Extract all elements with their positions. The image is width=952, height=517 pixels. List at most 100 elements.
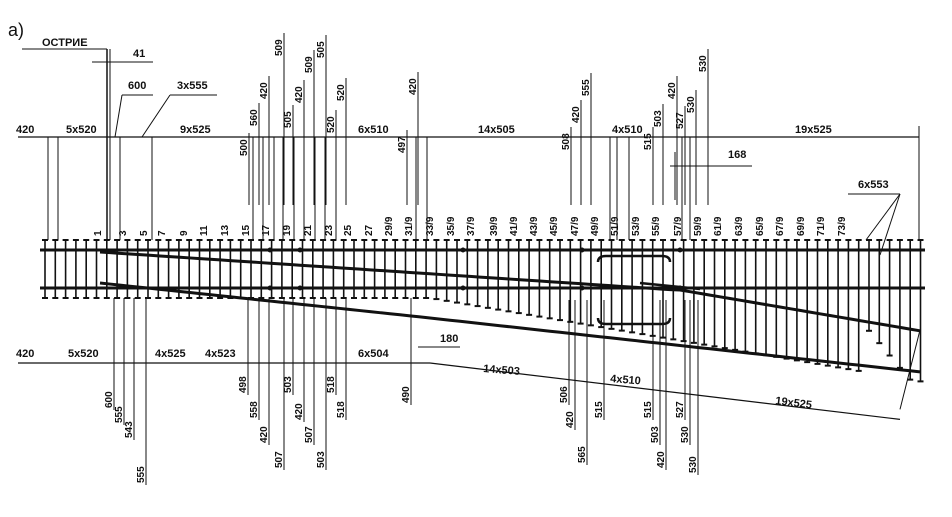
leader-line [114, 94, 123, 138]
sleeper-number: 7 [157, 230, 168, 236]
top-vertical-label: 508 [561, 133, 572, 150]
top-vertical-label: 560 [249, 109, 260, 126]
leader-line [141, 94, 171, 138]
sleeper-number: 15 [241, 224, 252, 236]
top-vertical-label: 420 [294, 86, 305, 103]
bottom-dimension-label: 180 [440, 333, 458, 345]
top-vertical-label: 515 [643, 133, 654, 150]
sleeper-number: 39/9 [489, 216, 500, 236]
sleeper-number: 47/9 [570, 216, 581, 236]
top-vertical-label: 420 [667, 82, 678, 99]
sleeper-number: 19 [282, 224, 293, 236]
dimension-lines [18, 33, 921, 485]
rail-joint [297, 247, 303, 253]
top-vertical-label: 530 [686, 96, 697, 113]
sleeper-number: 67/9 [775, 216, 786, 236]
rail-joint [579, 285, 585, 291]
sleeper-number: 45/9 [549, 216, 560, 236]
top-leader-label: 600 [128, 80, 146, 92]
bottom-dimension-line [429, 362, 901, 420]
bottom-vertical-label: 565 [577, 446, 588, 463]
bottom-dimension-label: 19x525 [775, 395, 813, 411]
bottom-vertical-label: 507 [304, 426, 315, 443]
bottom-vertical-label: 420 [294, 403, 305, 420]
top-leader-label: 41 [133, 48, 145, 60]
sleeper-number: 3 [118, 230, 129, 236]
sleeper-number: 25 [343, 224, 354, 236]
sleeper-number: 59/9 [693, 216, 704, 236]
top-dimension-label: 6x510 [358, 124, 389, 136]
top-dimension-label: 19x525 [795, 124, 832, 136]
top-dimension-label: 14x505 [478, 124, 515, 136]
top-leader-label: 3x555 [177, 80, 208, 92]
diverging-rail-outer [99, 281, 921, 374]
top-vertical-label: 505 [283, 111, 294, 128]
sleeper-number: 5 [139, 230, 150, 236]
top-dimension-label: 4x510 [612, 124, 643, 136]
sleeper-number: 73/9 [837, 216, 848, 236]
rail-joint [267, 285, 273, 291]
top-vertical-label: 555 [581, 79, 592, 96]
frog-point [639, 281, 701, 291]
bottom-vertical-label: 506 [559, 386, 570, 403]
bottom-vertical-label: 420 [565, 411, 576, 428]
bottom-vertical-label: 503 [283, 376, 294, 393]
sleeper-number: 29/9 [384, 216, 395, 236]
bottom-dimension-label: 4x523 [205, 348, 236, 360]
guard-rail-bottom [596, 317, 672, 326]
bottom-vertical-label: 558 [249, 401, 260, 418]
sleeper-number: 9 [179, 230, 190, 236]
sleeper-number: 55/9 [651, 216, 662, 236]
bottom-dimension-label: 5x520 [68, 348, 99, 360]
sleeper-number: 23 [324, 224, 335, 236]
top-vertical-label: 530 [698, 55, 709, 72]
top-vertical-label: 500 [239, 139, 250, 156]
sleeper-number: 71/9 [816, 216, 827, 236]
sleeper-number: 53/9 [631, 216, 642, 236]
bottom-vertical-label: 498 [238, 376, 249, 393]
top-vertical-label: 520 [326, 116, 337, 133]
top-vertical-label: 420 [408, 78, 419, 95]
top-vertical-label: 497 [397, 136, 408, 153]
bottom-vertical-label: 503 [316, 451, 327, 468]
sleeper-number: 49/9 [590, 216, 601, 236]
bottom-vertical-label: 543 [124, 421, 135, 438]
top-vertical-label: 509 [274, 39, 285, 56]
top-leader-label: 6x553 [858, 179, 889, 191]
top-dimension-label: 5x520 [66, 124, 97, 136]
sleeper-number: 21 [303, 224, 314, 236]
rail-joint [677, 247, 683, 253]
track-layout [40, 239, 925, 383]
bottom-vertical-label: 555 [136, 466, 147, 483]
bottom-vertical-label: 507 [274, 451, 285, 468]
top-dimension-label: 9x525 [180, 124, 211, 136]
bottom-dimension-label: 420 [16, 348, 34, 360]
top-vertical-label: 505 [316, 41, 327, 58]
bottom-vertical-label: 518 [336, 401, 347, 418]
bottom-dimension-label: 4x510 [610, 373, 641, 387]
leader-line [879, 193, 901, 256]
top-vertical-label: 509 [304, 56, 315, 73]
sleeper-number: 63/9 [734, 216, 745, 236]
dimension-labels: 41 600 3x555 168 6x553 420 5x520 9x525 6x510 14x5… [16, 39, 889, 483]
top-leader-label: 168 [728, 149, 746, 161]
figure-label: а) [8, 20, 24, 40]
bottom-vertical-label: 530 [680, 426, 691, 443]
bottom-vertical-label: 515 [643, 401, 654, 418]
rail-joint [579, 247, 585, 253]
rail-joint [677, 285, 683, 291]
top-vertical-label: 503 [653, 110, 664, 127]
top-vertical-label: 420 [571, 106, 582, 123]
rail-joint [460, 285, 466, 291]
guard-rail-top [596, 254, 672, 263]
sleeper-number: 41/9 [509, 216, 520, 236]
sleeper-number: 65/9 [755, 216, 766, 236]
rail-joint [297, 285, 303, 291]
tip-label: ОСТРИЕ [42, 37, 88, 49]
bottom-vertical-label: 555 [114, 406, 125, 423]
bottom-vertical-label: 420 [259, 426, 270, 443]
sleeper-number: 43/9 [529, 216, 540, 236]
sleeper-number: 31/9 [404, 216, 415, 236]
rail-joint [460, 247, 466, 253]
